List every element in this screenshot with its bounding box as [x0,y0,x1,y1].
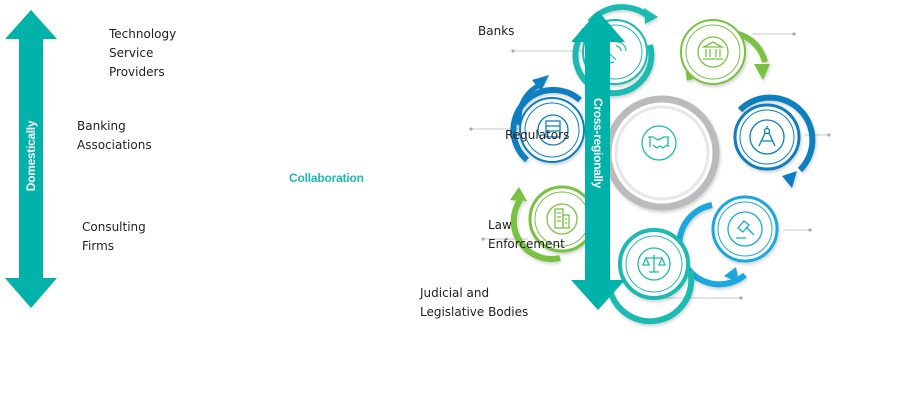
ring-gavel [676,195,779,288]
cross-regional-double-arrow [571,11,625,310]
domestic-axis-label: Domestically [24,120,38,192]
ring-engineering [733,94,816,188]
actor-label-line: Banking [77,119,126,133]
actor-banking-associations: Banking Associations [77,117,152,155]
actor-law-enforcement: Law Enforcement [488,216,565,254]
actor-label-line: Service [109,46,154,60]
abacus-icon [537,114,569,146]
leader-dot [469,127,473,131]
leader-dot [827,133,831,137]
buildings-icon [546,203,578,235]
leader-dot [792,32,796,36]
actor-consulting-firms: Consulting Firms [82,218,146,256]
actor-label-line: Technology [109,27,177,41]
actor-label-line: Banks [478,24,515,38]
actor-label-line: Enforcement [488,237,565,251]
actor-label-line: Law [488,218,512,232]
actor-technology-service-providers: Technology Service Providers [109,25,176,77]
center-ring [604,95,720,211]
compass-drafting-icon [749,119,785,155]
domestic-double-arrow [5,10,57,308]
actor-label-line: Associations [77,138,152,152]
ring-judicial [607,228,695,325]
actor-label-line: Judicial and [420,286,490,300]
actor-banks: Banks [478,22,514,41]
actor-label-line: Providers [109,65,165,77]
ring-regulators [510,75,585,163]
leader-lines [469,32,831,300]
bank-building-icon [697,36,729,68]
leader-dot [808,228,812,232]
actor-label-line: Regulators [505,128,570,142]
leader-dot [481,237,485,241]
gavel-icon [727,211,763,247]
actor-label-line: Legislative Bodies [420,305,529,319]
leader-dot [739,296,743,300]
ring-central-bank [680,19,770,85]
actor-regulators: Regulators [505,126,569,145]
leader-dot [511,49,515,53]
ring-law-enforcement [510,185,596,262]
actor-label-line: Firms [82,239,115,253]
scales-icon [637,247,671,281]
actor-label-line: Consulting [82,220,146,234]
cross-regional-axis-label: Cross-regionally [591,98,605,188]
actor-judicial-legislative-bodies: Judicial and Legislative Bodies [420,284,528,322]
collaboration-label: Collaboration [289,171,364,185]
handshake-icon [641,125,677,161]
